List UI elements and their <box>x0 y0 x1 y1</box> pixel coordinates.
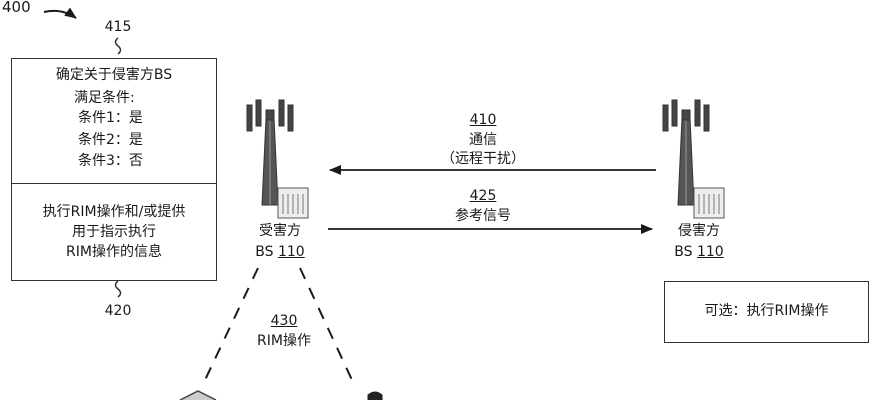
ref-420-leader <box>114 280 122 298</box>
arrow-410-ref: 410 <box>469 112 497 128</box>
victim-bs-label: 受害方 <box>259 223 301 239</box>
arrow-410-sublabel: （远程干扰） <box>441 151 525 167</box>
ref-415-leader <box>114 37 122 55</box>
device-icon-right <box>367 391 383 400</box>
action-line-1: 执行RIM操作和/或提供 <box>42 204 186 220</box>
box-divider <box>12 183 216 184</box>
victim-tower-icon <box>246 99 309 219</box>
ref-420: 420 <box>104 303 132 319</box>
ref-415: 415 <box>104 19 132 35</box>
action-line-2: 用于指示执行 <box>72 224 156 240</box>
aggressor-bs-id: BS 110 <box>674 244 724 260</box>
optional-box <box>664 281 869 343</box>
condition-3: 条件3：否 <box>78 153 143 169</box>
optional-box-label: 可选：执行RIM操作 <box>704 303 829 319</box>
rim-430-ref: 430 <box>270 313 298 329</box>
decision-line-2: 满足条件: <box>74 90 135 106</box>
condition-1: 条件1：是 <box>78 110 143 126</box>
arrow-425-label: 参考信号 <box>455 208 511 224</box>
rim-430-label: RIM操作 <box>257 333 311 349</box>
decision-line-1: 确定关于侵害方BS <box>55 67 173 83</box>
figure-pointer-arrow <box>43 7 77 19</box>
aggressor-tower-icon <box>662 99 725 219</box>
arrow-425-ref: 425 <box>469 188 497 204</box>
arrow-410-label: 通信 <box>469 132 497 148</box>
figure-number: 400 <box>2 0 31 16</box>
aggressor-bs-label: 侵害方 <box>678 223 720 239</box>
device-icon-left <box>179 390 217 400</box>
victim-bs-id: BS 110 <box>255 244 305 260</box>
decision-action-box <box>11 58 217 281</box>
action-line-3: RIM操作的信息 <box>66 244 162 260</box>
condition-2: 条件2：是 <box>78 132 143 148</box>
